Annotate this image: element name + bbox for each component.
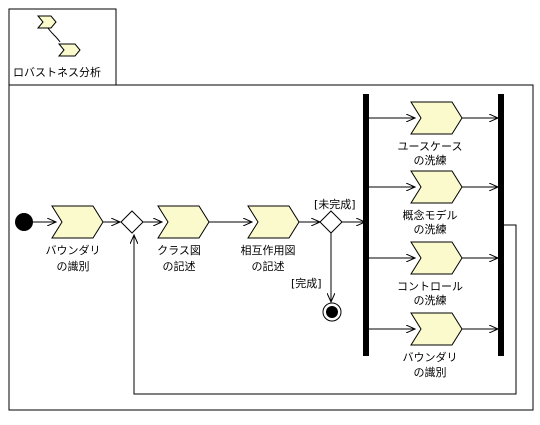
activity-label: 概念モデル <box>403 208 458 222</box>
initial-node <box>15 213 33 231</box>
activity-class-diagram <box>157 205 210 239</box>
activity-label: 相互作用図 <box>241 244 296 257</box>
activity-label: バウンダリ <box>403 350 458 364</box>
activity-label: の記述 <box>163 259 196 273</box>
merge-node <box>120 210 144 234</box>
fork-bar <box>363 94 369 356</box>
activity-label: の識別 <box>57 260 90 273</box>
final-node <box>326 306 338 318</box>
diagram-title: ロバストネス分析 <box>13 65 101 79</box>
guard-incomplete: [未完成] <box>314 197 356 211</box>
guard-complete: [完成] <box>291 276 322 290</box>
loop-back-edge <box>134 224 517 395</box>
activity-usecase-refine <box>410 101 463 135</box>
activity-control-refine <box>410 241 463 275</box>
diagram-frame <box>8 84 534 411</box>
activity-label: コントロール <box>397 280 463 293</box>
activity-interaction-diagram <box>247 205 300 239</box>
activity-label: ユースケース <box>398 140 463 153</box>
activity-label: バウンダリ <box>46 243 101 257</box>
activity-label: の洗練 <box>414 153 447 167</box>
activity-concept-model-refine <box>410 170 463 204</box>
activity-label: クラス図 <box>157 244 201 257</box>
activity-icon <box>36 15 81 57</box>
activity-boundary-identify-2 <box>410 312 463 346</box>
decision-node <box>319 210 343 234</box>
activity-label: の記述 <box>252 259 285 273</box>
join-bar <box>498 94 504 356</box>
activity-label: の識別 <box>414 366 447 379</box>
activity-label: の洗練 <box>414 222 447 236</box>
activity-label: の洗練 <box>414 293 447 307</box>
activity-boundary-identify <box>51 205 104 239</box>
